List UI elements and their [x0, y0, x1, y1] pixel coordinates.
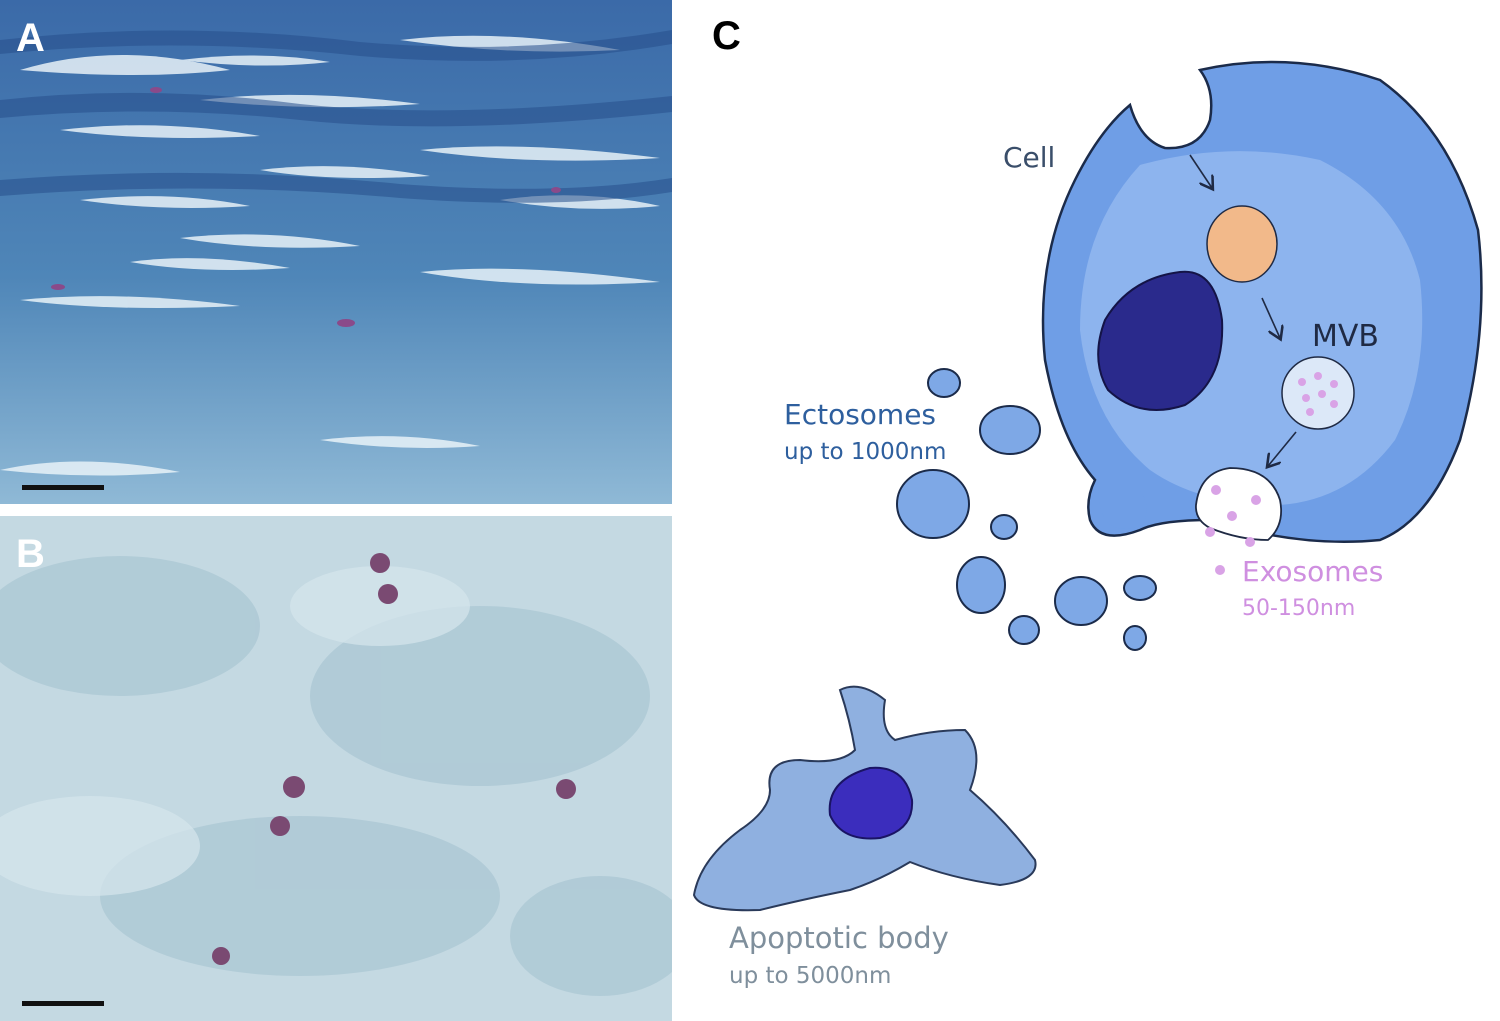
micrograph-panel-a: [0, 0, 672, 504]
ectosome: [928, 369, 960, 397]
ectosome: [1124, 576, 1156, 600]
micrograph-panel-b: [0, 516, 672, 1021]
endosome: [1207, 206, 1277, 282]
ectosome: [957, 557, 1005, 613]
ectosome: [897, 470, 969, 538]
mvb: [1282, 357, 1354, 429]
ectosome: [1124, 626, 1146, 650]
cell-label: Cell: [1003, 141, 1055, 174]
scale-bar-a: [22, 485, 104, 490]
ectosome: [991, 515, 1017, 539]
panel-label-a: A: [16, 18, 45, 58]
mvb-label: MVB: [1312, 319, 1379, 354]
panel-label-b: B: [16, 534, 45, 574]
scale-bar-b: [22, 1001, 104, 1006]
cell: [1043, 62, 1481, 542]
exosomes-label: Exosomes: [1242, 555, 1383, 588]
micrograph-b-image: [0, 516, 672, 1021]
exosomes-size: 50-150nm: [1242, 596, 1355, 621]
ectosome: [1009, 616, 1039, 644]
ectosomes-size: up to 1000nm: [784, 439, 946, 465]
micrograph-a-image: [0, 0, 672, 504]
ectosomes-label: Ectosomes: [784, 398, 936, 431]
vesicle-diagram: Cell MVB Ectosomes up to 1000nm Exosomes…: [672, 0, 1500, 1021]
apoptotic-body-label: Apoptotic body: [729, 921, 949, 955]
ectosome: [980, 406, 1040, 454]
apoptotic-body-size: up to 5000nm: [729, 963, 891, 989]
ectosome: [1055, 577, 1107, 625]
apoptotic-body: [694, 687, 1036, 911]
